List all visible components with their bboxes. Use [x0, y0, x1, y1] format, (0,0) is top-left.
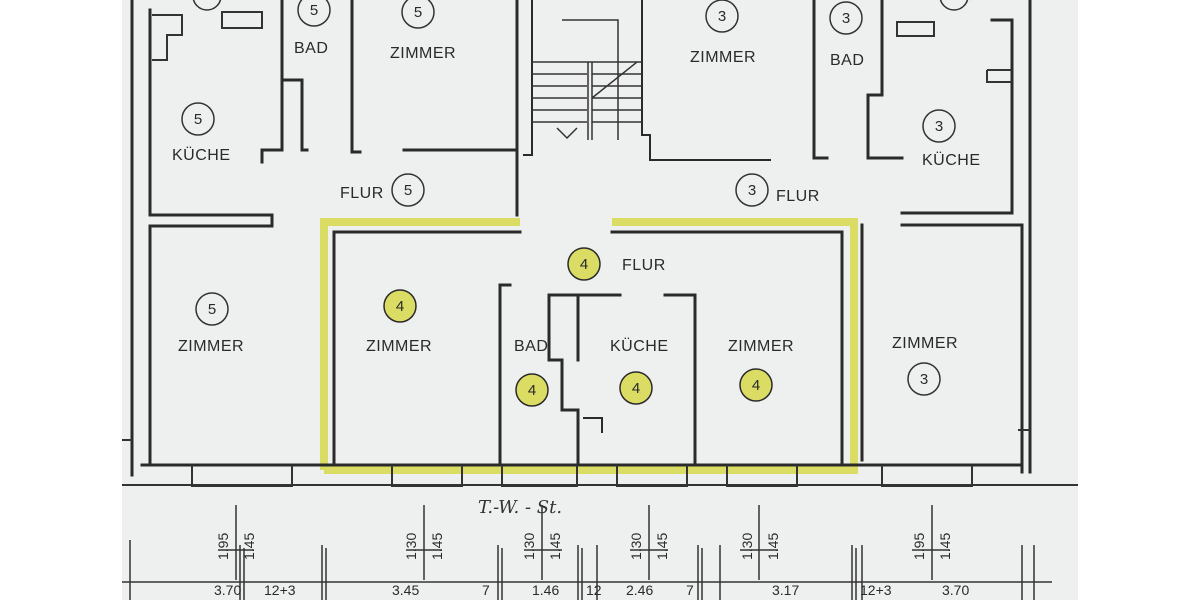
svg-text:5: 5	[414, 4, 422, 21]
label-zimmer-top-left: ZIMMER	[390, 45, 456, 62]
svg-text:5: 5	[310, 2, 318, 19]
dim-bottom-5: 1.46	[532, 582, 559, 598]
marker-kueche-highlighted: 4	[619, 371, 653, 405]
dim-top-4: 1.30	[628, 533, 644, 560]
svg-text:3: 3	[718, 8, 726, 25]
label-zimmer-left: ZIMMER	[178, 338, 244, 355]
marker-flur-top-right: 3	[735, 173, 769, 207]
label-kueche-top-right: KÜCHE	[922, 151, 981, 169]
marker-zimmer-top-right: 3	[705, 0, 739, 33]
dim-top-6: 1.95	[911, 533, 927, 560]
dim-bottom-8: 7	[686, 582, 694, 598]
marker-zimmer-highlighted-right: 4	[739, 368, 773, 402]
marker-bad-top-left: 5	[297, 0, 331, 27]
dim-sub-6: 1.45	[937, 533, 953, 560]
dim-sub-5: 1.45	[765, 533, 781, 560]
label-kueche-highlighted: KÜCHE	[610, 337, 669, 355]
svg-text:4: 4	[396, 298, 404, 315]
dim-sub-1: 1.45	[241, 533, 257, 560]
label-bad-top-left: BAD	[294, 40, 328, 57]
svg-text:3: 3	[842, 10, 850, 27]
highlighted-unit-outline	[320, 218, 858, 474]
label-zimmer-highlighted-right: ZIMMER	[728, 338, 794, 355]
label-zimmer-right: ZIMMER	[892, 335, 958, 352]
label-bad-top-right: BAD	[830, 52, 864, 69]
svg-text:5: 5	[404, 182, 412, 199]
handwritten-note: T.-W. - St.	[478, 497, 562, 518]
svg-text:5: 5	[208, 301, 216, 318]
dim-sub-3: 1.45	[547, 533, 563, 560]
label-flur-top-left: FLUR	[340, 185, 384, 202]
label-bad-highlighted: BAD	[514, 338, 548, 355]
dim-bottom-3: 3.45	[392, 582, 419, 598]
marker-kueche-top-left: 5	[181, 102, 215, 136]
svg-text:4: 4	[580, 256, 588, 273]
floor-plan-sheet: BAD ZIMMER KÜCHE FLUR ZIMMER BAD KÜCHE F…	[122, 0, 1078, 600]
svg-text:3: 3	[920, 371, 928, 388]
svg-text:4: 4	[632, 380, 640, 397]
dim-bottom-6: 12	[586, 582, 602, 598]
dim-bottom-1: 3.70	[214, 582, 241, 598]
label-kueche-top-left: KÜCHE	[172, 146, 231, 164]
svg-text:3: 3	[935, 118, 943, 135]
dim-bottom-4: 7	[482, 582, 490, 598]
dim-sub-2: 1.45	[429, 533, 445, 560]
label-zimmer-highlighted-left: ZIMMER	[366, 338, 432, 355]
dim-bottom-10: 12+3	[860, 582, 892, 598]
dim-top-1: 1.95	[215, 533, 231, 560]
dim-top-3: 1.30	[521, 533, 537, 560]
marker-top-right-cut	[939, 0, 969, 11]
label-zimmer-top-right: ZIMMER	[690, 49, 756, 66]
dimension-band: 1.95 1.45 1.30 1.45 1.30 1.45 1.30 1.45 …	[122, 505, 1052, 600]
label-flur-top-right: FLUR	[776, 188, 820, 205]
marker-zimmer-highlighted-left: 4	[383, 289, 417, 323]
marker-bad-highlighted: 4	[515, 373, 549, 407]
marker-flur-top-left: 5	[391, 173, 425, 207]
marker-zimmer-right: 3	[907, 362, 941, 396]
marker-bad-top-right: 3	[829, 1, 863, 35]
dim-bottom-9: 3.17	[772, 582, 799, 598]
dim-top-5: 1.30	[739, 533, 755, 560]
svg-text:4: 4	[752, 377, 760, 394]
marker-flur-highlighted: 4	[567, 247, 601, 281]
dim-top-2: 1.30	[403, 533, 419, 560]
label-flur-highlighted: FLUR	[622, 257, 666, 274]
dim-sub-4: 1.45	[654, 533, 670, 560]
walls	[122, 0, 1078, 487]
marker-top-left-cut	[192, 0, 222, 11]
floor-plan-drawing: BAD ZIMMER KÜCHE FLUR ZIMMER BAD KÜCHE F…	[122, 0, 1078, 600]
dim-bottom-2: 12+3	[264, 582, 296, 598]
svg-text:4: 4	[528, 382, 536, 399]
marker-zimmer-left: 5	[195, 292, 229, 326]
svg-text:5: 5	[194, 111, 202, 128]
dim-bottom-11: 3.70	[942, 582, 969, 598]
dim-bottom-7: 2.46	[626, 582, 653, 598]
room-labels: BAD ZIMMER KÜCHE FLUR ZIMMER BAD KÜCHE F…	[172, 40, 981, 355]
marker-zimmer-top-left: 5	[401, 0, 435, 29]
svg-text:3: 3	[748, 182, 756, 199]
unit-markers: 5 5 5 5 5 3 3 3	[181, 0, 969, 407]
marker-kueche-top-right: 3	[922, 109, 956, 143]
